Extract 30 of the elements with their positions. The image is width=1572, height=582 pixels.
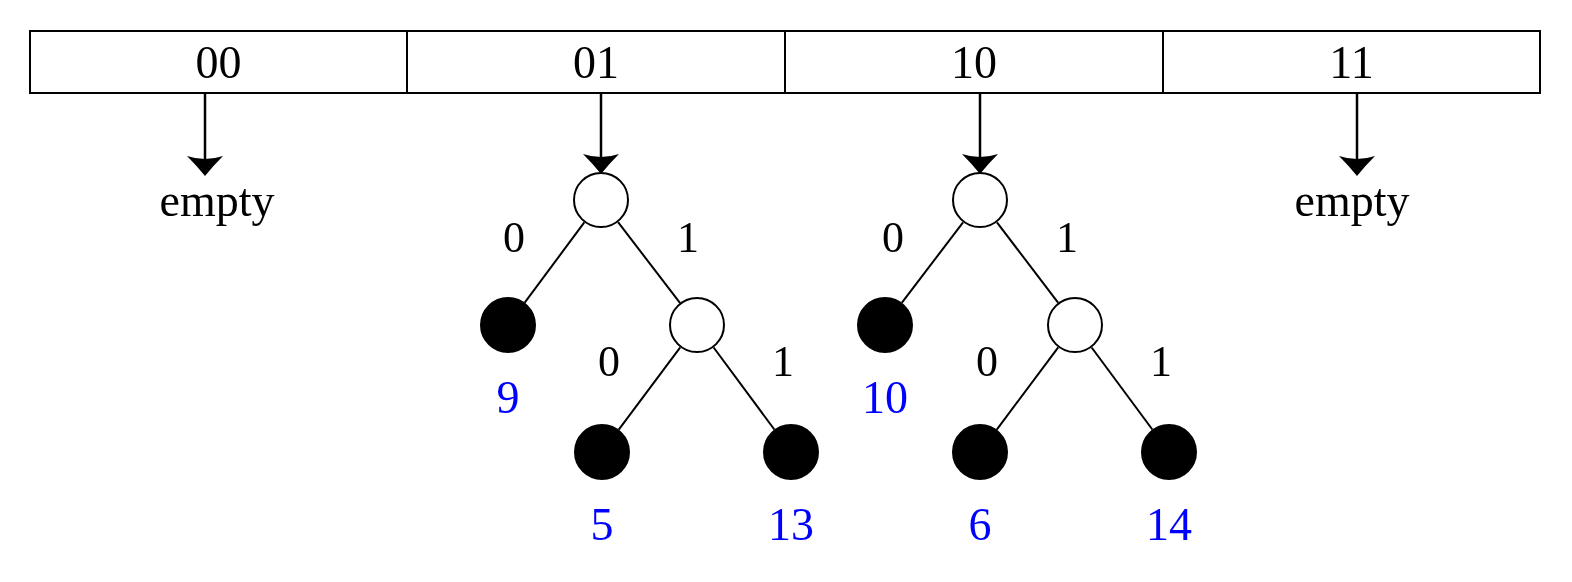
- empty-label: empty: [137, 178, 297, 230]
- leaf-value: 9: [496, 375, 520, 421]
- leaf-value: 6: [968, 502, 992, 548]
- leaf-node: [574, 424, 630, 480]
- leaf-value: 13: [768, 502, 814, 548]
- tree-branch: [617, 346, 682, 431]
- branch-node: [669, 297, 725, 353]
- branch-node: [573, 172, 629, 228]
- branch-node: [1047, 297, 1103, 353]
- tree-branch: [617, 221, 681, 304]
- table-cell: 11: [1162, 30, 1541, 94]
- tree-branch: [523, 221, 586, 304]
- leaf-node: [480, 297, 536, 353]
- tree-branch: [712, 346, 776, 431]
- empty-label: empty: [1272, 178, 1432, 230]
- leaf-node: [952, 424, 1008, 480]
- tree-branch: [900, 221, 965, 304]
- tree-branch: [995, 346, 1060, 431]
- tree-branch: [995, 221, 1060, 304]
- leaf-value: 10: [862, 375, 908, 421]
- leaf-node: [857, 297, 913, 353]
- leaf-value: 14: [1146, 502, 1192, 548]
- leaf-node: [763, 424, 819, 480]
- table-cell: 10: [784, 30, 1164, 94]
- leaf-node: [1141, 424, 1197, 480]
- branch-node: [952, 172, 1008, 228]
- table-cell: 01: [406, 30, 786, 94]
- table-cell: 00: [29, 30, 408, 94]
- tree-branch: [1090, 346, 1154, 431]
- leaf-value: 5: [590, 502, 614, 548]
